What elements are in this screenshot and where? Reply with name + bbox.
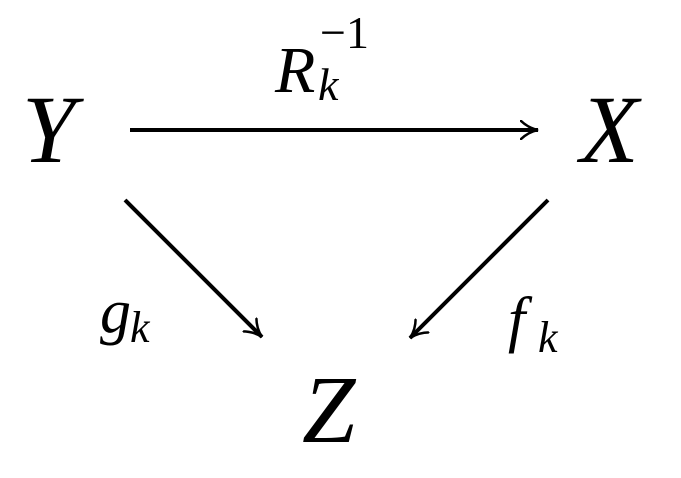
label-f-subscript: k <box>538 313 559 362</box>
arrow-y-to-z <box>123 198 264 339</box>
label-r-superscript: −1 <box>320 7 369 58</box>
label-g-k: g k <box>100 278 151 352</box>
label-r-k-inverse: R k −1 <box>274 7 369 110</box>
label-g-subscript: k <box>130 303 151 352</box>
node-z: Z <box>302 356 357 463</box>
label-f: f <box>508 286 533 354</box>
label-f-k: f k <box>508 286 559 362</box>
label-g: g <box>100 278 131 346</box>
label-r-subscript: k <box>318 59 340 110</box>
label-r: R <box>274 34 315 107</box>
node-y: Y <box>22 76 84 183</box>
node-x: X <box>576 76 642 183</box>
arrow-x-to-z <box>408 198 550 340</box>
